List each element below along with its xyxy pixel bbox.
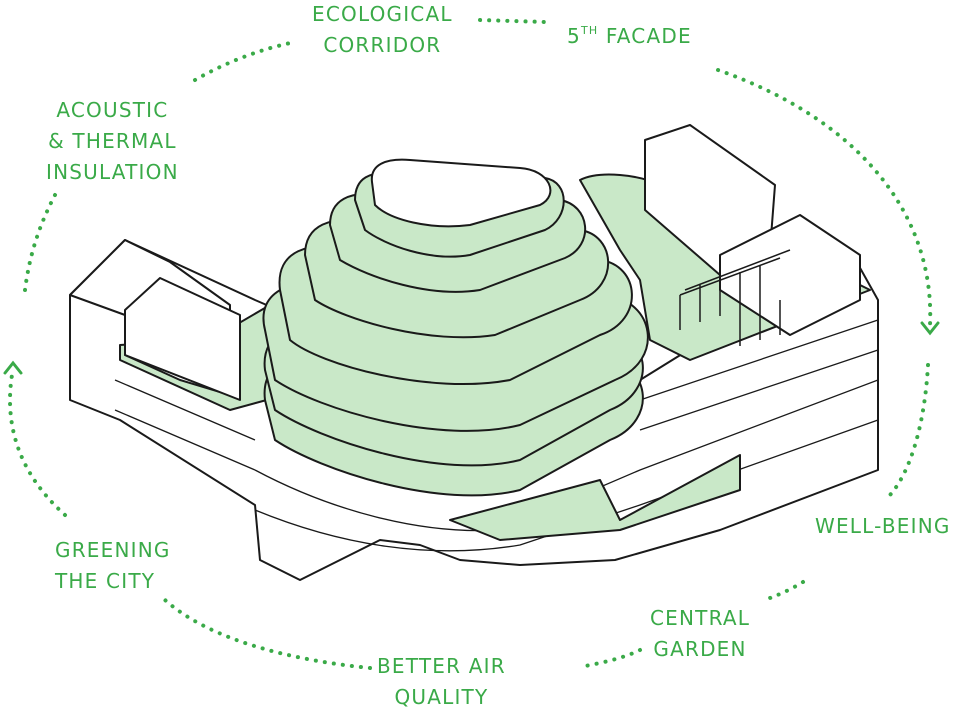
podium-band-3 [639,319,879,431]
arrow-acoustic-up [23,193,57,292]
arrow-wellbeing-down [888,363,930,497]
arrowheads [3,321,940,375]
arrowhead-right-down [920,321,940,336]
arrow-eco-to-facade [478,18,547,24]
building [69,124,879,581]
arrow-air-to-greening [163,598,372,670]
label-greening-city: GREENING THE CITY [55,538,171,593]
label-ecological-corridor: ECOLOGICAL CORRIDOR [312,2,453,57]
arrow-acoustic-to-eco [193,40,297,82]
arrow-garden-to-air [578,648,642,669]
podium-band-2 [114,409,879,552]
arrow-wellbeing-to-garden [768,580,805,600]
label-fifth-facade: 5TH FACADE [567,24,692,48]
gable-house-left-roof [124,277,241,401]
arrowhead-left-up [3,360,23,375]
label-better-air-quality: BETTER AIR QUALITY [377,654,506,709]
label-acoustic-thermal: ACOUSTIC & THERMAL INSULATION [46,98,179,184]
cycle-arrows [8,18,933,670]
green-courtyard [449,454,741,541]
label-well-being: WELL-BEING [815,514,951,538]
tower-top [370,158,552,228]
terraced-tower [262,158,649,497]
arrow-greening-to-acoustic [8,373,67,517]
pergola [679,249,791,346]
label-central-garden: CENTRAL GARDEN [650,606,751,661]
